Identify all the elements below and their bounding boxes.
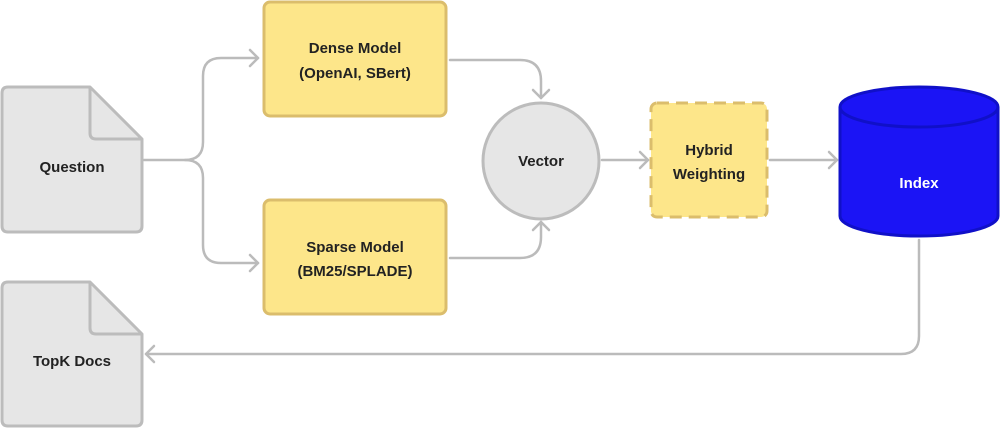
edge-index-to-topk [144,238,921,356]
index-label: Index [899,175,939,192]
sparse-model-subtitle: (BM25/SPLADE) [297,263,412,280]
topk-docs-label: TopK Docs [33,353,111,370]
sparse-model-title: Sparse Model [306,239,404,256]
arrowhead-vector-bottom [531,220,551,232]
connectors [142,48,921,364]
database-icon [838,85,1000,238]
document-icon [0,85,144,234]
arrowhead-index [827,150,839,170]
node-sparse-model[interactable]: Sparse Model (BM25/SPLADE) [262,198,448,316]
arrowhead-hybrid [638,150,650,170]
hybrid-weighting-title: Hybrid [685,142,733,159]
arrowhead-vector-top [531,88,551,100]
node-dense-model[interactable]: Dense Model (OpenAI, SBert) [262,0,448,118]
dense-model-title: Dense Model [309,40,402,57]
edge-question-to-dense [142,56,260,162]
node-topk-docs[interactable]: TopK Docs [0,280,144,428]
arrowhead-dense [248,48,260,68]
document-icon [0,280,144,428]
document-fold [88,87,142,141]
hybrid-weighting-subtitle: Weighting [673,166,745,183]
edge-dense-to-vector [448,58,543,100]
node-vector[interactable]: Vector [481,101,601,221]
edge-question-to-sparse [183,158,260,265]
arrowhead-topk [144,344,156,364]
question-label: Question [39,159,104,176]
dense-model-subtitle: (OpenAI, SBert) [299,65,411,82]
document-fold [88,282,142,336]
vector-label: Vector [518,153,564,170]
arrowhead-sparse [248,253,260,273]
node-question[interactable]: Question [0,85,144,234]
database-rim [838,106,1000,129]
node-hybrid-weighting[interactable]: Hybrid Weighting [649,101,769,219]
edge-sparse-to-vector [448,220,543,260]
node-index[interactable]: Index [838,85,1000,238]
